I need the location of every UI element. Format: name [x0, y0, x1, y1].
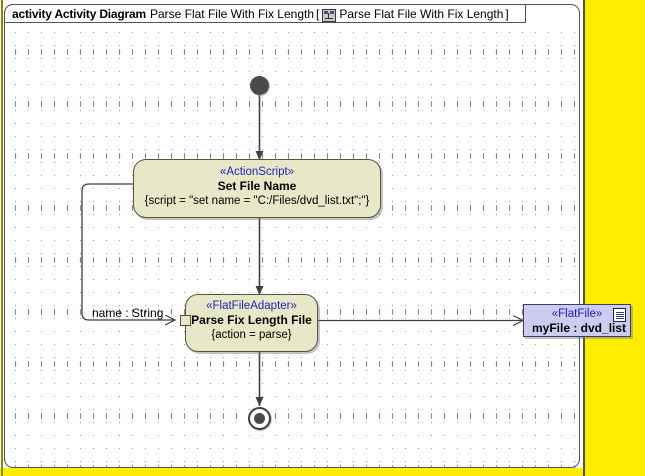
- document-icon: [613, 308, 626, 322]
- activity-final-node-core: [254, 413, 265, 424]
- action-node-set-file-name[interactable]: «ActionScript» Set File Name {script = "…: [133, 159, 381, 218]
- frame-bracket-close: ]: [505, 6, 509, 21]
- object-node-name: myFile : dvd_list: [532, 321, 627, 335]
- page-margin-right: [585, 0, 645, 476]
- frame-name: Parse Flat File With Fix Length: [149, 6, 315, 21]
- initial-node[interactable]: [250, 76, 269, 95]
- action-node-name: Parse Fix Length File: [191, 313, 312, 327]
- frame-parameter: Parse Flat File With Fix Length: [339, 6, 504, 21]
- object-node-stereotype: «FlatFile»: [551, 308, 603, 320]
- activity-diagram-icon: [322, 9, 337, 22]
- edge-label-name-string: name : String: [92, 306, 164, 320]
- page-margin-bottom: [0, 468, 645, 476]
- frame-tab-slant: [514, 5, 525, 22]
- action-node-name: Set File Name: [217, 179, 297, 193]
- page-margin-rule-left: [1, 0, 3, 476]
- frame-keyword: activity Activity Diagram: [12, 6, 146, 21]
- page-margin-rule-right: [583, 0, 585, 476]
- activity-final-node[interactable]: [248, 407, 271, 430]
- background-grid: [4, 22, 584, 474]
- action-node-property: {script = "set name = "C:/Files/dvd_list…: [144, 195, 370, 207]
- action-node-stereotype: «FlatFileAdapter»: [206, 300, 297, 312]
- frame-bracket-open: [: [316, 6, 320, 21]
- input-pin-parse-node[interactable]: [180, 315, 191, 326]
- action-node-property: {action = parse}: [211, 329, 292, 341]
- action-node-parse-fix-length-file[interactable]: «FlatFileAdapter» Parse Fix Length File …: [185, 294, 318, 352]
- object-node-flat-file[interactable]: «FlatFile» myFile : dvd_list: [523, 304, 631, 337]
- action-node-stereotype: «ActionScript»: [219, 166, 295, 178]
- activity-frame-header: activity Activity Diagram Parse Flat Fil…: [4, 4, 526, 23]
